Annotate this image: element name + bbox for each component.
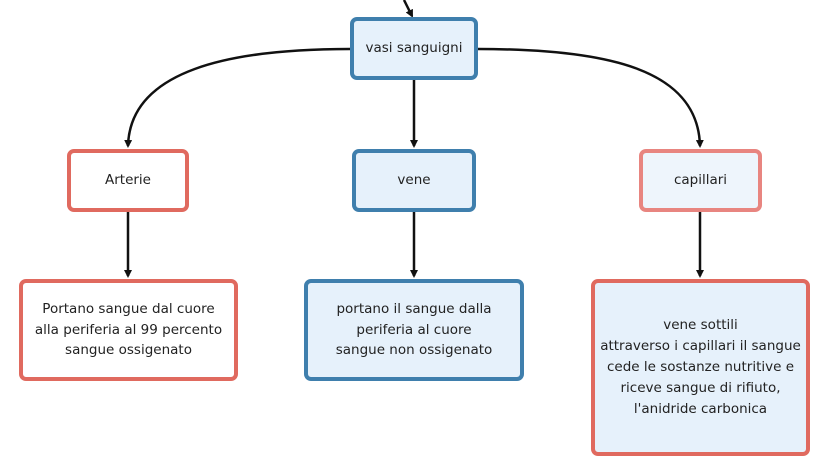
category-node-vene[interactable]: vene [352, 149, 476, 212]
detail-text-capillari: vene sottili attraverso i capillari il s… [600, 317, 801, 417]
root-node-label: vasi sanguigni [365, 40, 463, 57]
category-node-arterie[interactable]: Arterie [67, 149, 189, 212]
edge-root-to-capillari [477, 47, 704, 148]
detail-node-vene[interactable]: portano il sangue dalla periferia al cuo… [304, 279, 524, 381]
category-label-arterie: Arterie [105, 172, 151, 189]
incoming-edge [402, 0, 414, 18]
detail-node-capillari[interactable]: vene sottili attraverso i capillari il s… [591, 279, 810, 456]
detail-node-arterie[interactable]: Portano sangue dal cuore alla periferia … [19, 279, 238, 381]
category-node-capillari[interactable]: capillari [639, 149, 762, 212]
edge-root-to-arterie [124, 47, 351, 148]
category-label-vene: vene [397, 172, 431, 189]
root-node-vasi-sanguigni[interactable]: vasi sanguigni [350, 17, 478, 80]
detail-text-arterie: Portano sangue dal cuore alla periferia … [34, 300, 223, 359]
detail-text-vene: portano il sangue dalla periferia al cuo… [335, 300, 493, 359]
category-label-capillari: capillari [673, 172, 728, 189]
